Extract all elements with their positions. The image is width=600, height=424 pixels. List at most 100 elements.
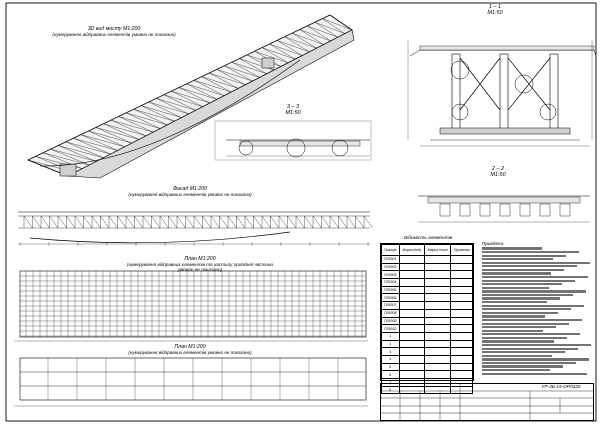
table-cell xyxy=(398,255,425,264)
note-line xyxy=(482,318,582,322)
section-2-2 xyxy=(418,195,590,223)
plan-top-subtitle-text: (нумерування відправних елементів та нас… xyxy=(126,262,274,267)
table-cell xyxy=(423,301,452,310)
section-2-2-mark: 2 – 2 xyxy=(491,166,505,172)
table-cell xyxy=(398,339,425,349)
note-line xyxy=(482,315,545,318)
note-line xyxy=(482,254,566,257)
section-3-3 xyxy=(214,120,372,161)
note-line xyxy=(482,329,543,332)
plan-bottom-title: План М1:200 (нумерування відправних елем… xyxy=(100,344,280,355)
table-cell: 2 xyxy=(381,339,400,349)
table-cell xyxy=(450,316,473,326)
note-line xyxy=(482,311,558,314)
table-header-cell: Примітка xyxy=(450,244,473,256)
table-cell: ПЛ0004 xyxy=(381,278,400,287)
table-cell xyxy=(398,354,425,364)
table-header-row: Позиція Марка (ім'я) Марка сталі Примітк… xyxy=(381,244,473,256)
table-row: ПЛ0002 xyxy=(381,262,473,272)
table-cell xyxy=(450,285,473,295)
note-line xyxy=(482,250,579,254)
table-cell xyxy=(450,347,473,356)
note-line xyxy=(482,372,587,375)
table-cell: ПЛ0008 xyxy=(381,308,400,318)
plan-bottom-view xyxy=(14,357,368,407)
table-cell xyxy=(450,370,473,379)
section-3-3-scale: М1:50 xyxy=(285,110,301,117)
note-line xyxy=(482,286,549,289)
section-2-2-scale: М1:50 xyxy=(490,172,506,179)
table-cell xyxy=(423,255,452,264)
table-cell xyxy=(450,354,473,364)
table-row: ПЛ0004 xyxy=(381,278,473,287)
table-cell: ПЛ0007 xyxy=(381,301,400,310)
plan-top-title-text: План М1:200 xyxy=(184,256,216,262)
table-cell xyxy=(423,370,452,379)
notes-lines xyxy=(482,247,594,375)
table-cell xyxy=(450,385,473,395)
section-3-3-mark: 3 – 3 xyxy=(286,104,300,110)
note-line xyxy=(482,290,586,293)
table-cell: ПЛ0009 xyxy=(381,316,400,326)
table-cell xyxy=(423,362,452,372)
table-row: ПЛ0009 xyxy=(381,316,473,326)
plan-top-view xyxy=(14,270,368,342)
note-line xyxy=(482,272,551,275)
view3d-subtitle-text: (нумерування відправних елементів умовно… xyxy=(52,32,176,37)
facade-view xyxy=(18,211,373,246)
plan-bottom-title-text: План М1:200 xyxy=(174,344,206,350)
table-cell xyxy=(398,362,425,372)
note-line xyxy=(482,347,578,350)
table-cell: 6 xyxy=(381,370,400,379)
table-cell xyxy=(450,255,473,264)
table-cell xyxy=(398,324,425,333)
table-cell xyxy=(398,385,425,395)
note-line xyxy=(482,354,552,357)
note-line xyxy=(482,279,575,282)
table-cell xyxy=(423,347,452,356)
note-line xyxy=(482,276,588,279)
table-cell xyxy=(450,278,473,287)
notes-title: Примітки: xyxy=(482,241,505,246)
note-line xyxy=(482,351,565,354)
note-line xyxy=(482,304,584,307)
note-line xyxy=(482,326,556,329)
table-row: 5 xyxy=(381,362,473,372)
table-cell: ПЛ0001 xyxy=(381,255,400,264)
table-cell xyxy=(398,301,425,310)
table-cell xyxy=(423,324,452,333)
table-cell xyxy=(423,331,452,341)
table-cell xyxy=(398,293,425,303)
elements-table: Позиція Марка (ім'я) Марка сталі Примітк… xyxy=(380,243,474,395)
table-cell xyxy=(423,293,452,303)
table-cell xyxy=(423,262,452,272)
table-cell xyxy=(423,278,452,287)
table-cell xyxy=(450,301,473,310)
table-cell xyxy=(398,262,425,272)
section-1-1-label: 1 – 1 М1:50 xyxy=(475,4,515,17)
table-cell: 1 xyxy=(381,331,400,341)
note-line xyxy=(482,322,569,325)
table-cell xyxy=(398,316,425,326)
table-row: 8 xyxy=(381,385,473,395)
table-cell xyxy=(398,285,425,295)
note-line xyxy=(482,336,567,340)
section-1-1-scale: М1:50 xyxy=(487,10,503,17)
table-cell: ПЛ0006 xyxy=(381,293,400,303)
table-row: ПЛ0005 xyxy=(381,285,473,295)
section-1-1 xyxy=(407,40,597,147)
table-cell xyxy=(423,385,452,395)
table-cell xyxy=(450,270,473,280)
table-cell xyxy=(450,362,473,372)
table-cell xyxy=(398,270,425,280)
bridge-3d-view xyxy=(27,14,355,179)
table-cell xyxy=(423,354,452,364)
table-row: 2 xyxy=(381,339,473,349)
table-cell: 4 xyxy=(381,354,400,364)
section-3-3-label: 3 – 3 М1:50 xyxy=(273,104,313,117)
note-line xyxy=(482,344,591,347)
note-line xyxy=(482,358,589,361)
plan-bottom-subtitle-text: (нумерування відправних елементів умовно… xyxy=(128,350,252,355)
